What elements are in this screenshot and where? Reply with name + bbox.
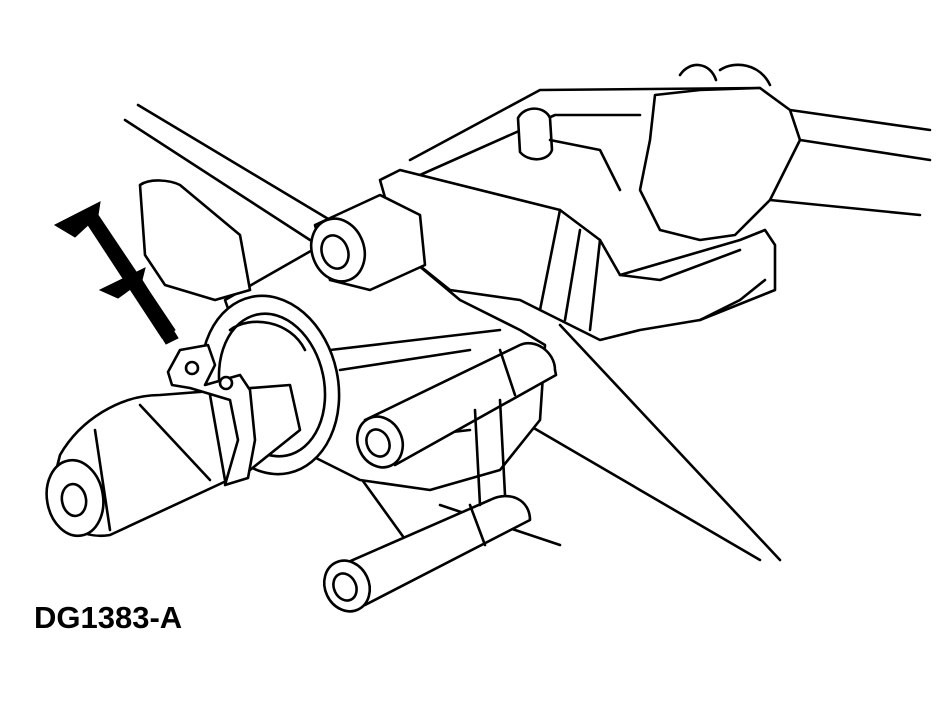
upper-boss [309,193,427,292]
figure-label: DG1383-A [34,600,183,635]
pointer-arrow [53,201,179,345]
snap-ring [166,343,257,487]
shift-rail-upper [355,342,558,469]
background-frame-lines [123,86,782,562]
output-shaft [45,383,302,538]
upper-lever-bracket [516,63,932,242]
shift-fork-arm [378,168,777,342]
shift-rail-lower [322,398,532,613]
